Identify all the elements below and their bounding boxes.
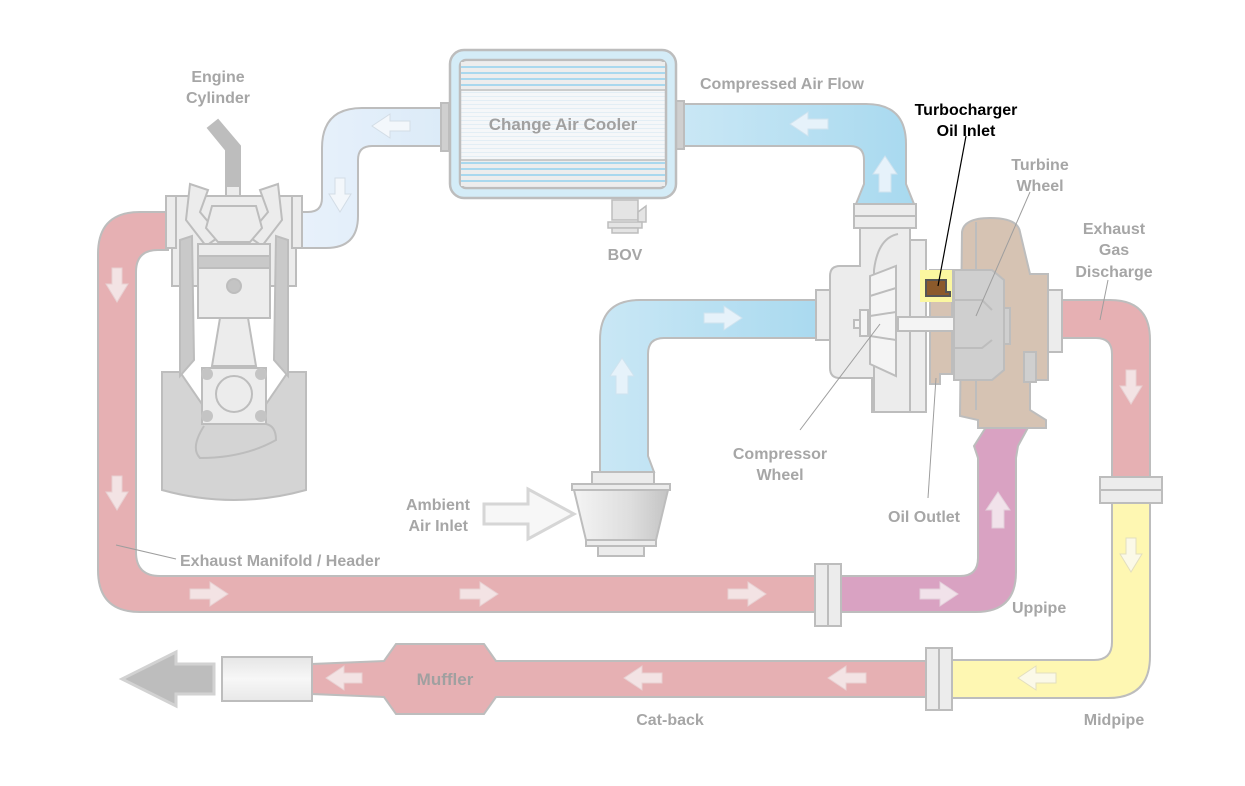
label-turbo-oil-inlet-2[interactable]: Oil Inlet (937, 123, 996, 140)
arrow-left-icon (371, 113, 411, 139)
label-oil-outlet: Oil Outlet (888, 509, 961, 526)
leader-lines (115, 191, 1109, 560)
air-filter (571, 471, 671, 557)
arrow-down-icon (105, 475, 129, 511)
exhaust-exit-arrow-icon (118, 649, 216, 709)
flange-midpipe-catback (925, 647, 953, 711)
arrow-down-icon (1119, 537, 1143, 573)
flow-arrows-exhaust-manifold (105, 267, 767, 607)
label-engine-cylinder-1: Engine (191, 69, 244, 86)
label-charge-air-cooler: Change Air Cooler (489, 115, 638, 134)
label-turbine-wheel-2: Wheel (1016, 178, 1063, 195)
arrow-left-icon (325, 665, 363, 691)
label-uppipe: Uppipe (1012, 600, 1066, 617)
turbocharger (815, 216, 1063, 429)
label-midpipe: Midpipe (1084, 712, 1145, 729)
engine-cylinder (161, 118, 307, 501)
flange-downpipe-midpipe (1099, 476, 1163, 504)
label-exhaust-gas-1: Exhaust (1083, 221, 1146, 238)
arrow-right-icon (189, 581, 229, 607)
label-bov: BOV (608, 247, 643, 264)
charged-air-pipe (297, 102, 450, 249)
intake-pipe-cold (599, 299, 831, 473)
ambient-air-arrow-icon (482, 486, 578, 542)
arrow-right-icon (727, 581, 767, 607)
labels: Engine Cylinder Change Air Cooler BOV Co… (180, 69, 1153, 729)
midpipe (951, 502, 1151, 699)
charge-air-cooler (448, 48, 678, 200)
label-turbine-wheel-1: Turbine (1011, 157, 1069, 174)
arrow-left-icon (1017, 665, 1057, 691)
downpipe (1059, 299, 1151, 481)
label-exhaust-gas-3: Discharge (1075, 264, 1152, 281)
label-exhaust-gas-2: Gas (1099, 242, 1129, 259)
label-compressed-air-flow: Compressed Air Flow (700, 76, 864, 93)
arrow-right-icon (919, 581, 959, 607)
bov-valve (607, 199, 647, 234)
arrow-left-icon (827, 665, 867, 691)
arrow-down-icon (1119, 369, 1143, 405)
arrow-down-icon (105, 267, 129, 303)
label-engine-cylinder-2: Cylinder (186, 90, 250, 107)
arrow-up-icon (872, 155, 898, 193)
cat-back-pipe (311, 643, 927, 715)
label-ambient-air-2: Air Inlet (408, 518, 468, 535)
label-ambient-air-1: Ambient (406, 497, 471, 514)
oil-inlet-leader (937, 135, 967, 287)
label-cat-back: Cat-back (636, 712, 704, 729)
oil-inlet-highlight[interactable] (920, 270, 952, 302)
label-turbo-oil-inlet-1[interactable]: Turbocharger (915, 102, 1018, 119)
label-compressor-wheel-2: Wheel (756, 467, 803, 484)
compressed-air-pipe (675, 100, 917, 229)
label-compressor-wheel-1: Compressor (733, 446, 827, 463)
label-exhaust-manifold: Exhaust Manifold / Header (180, 553, 380, 570)
uppipe (839, 423, 1032, 613)
arrow-left-icon (623, 665, 663, 691)
arrow-up-icon (985, 491, 1011, 529)
exhaust-tip (221, 656, 313, 702)
arrow-right-icon (459, 581, 499, 607)
arrow-down-icon (328, 177, 352, 213)
arrow-left-icon (789, 111, 829, 137)
arrow-up-icon (609, 357, 635, 395)
flange-manifold-uppipe (814, 563, 842, 627)
arrow-right-icon (703, 305, 743, 331)
label-muffler: Muffler (417, 670, 474, 689)
